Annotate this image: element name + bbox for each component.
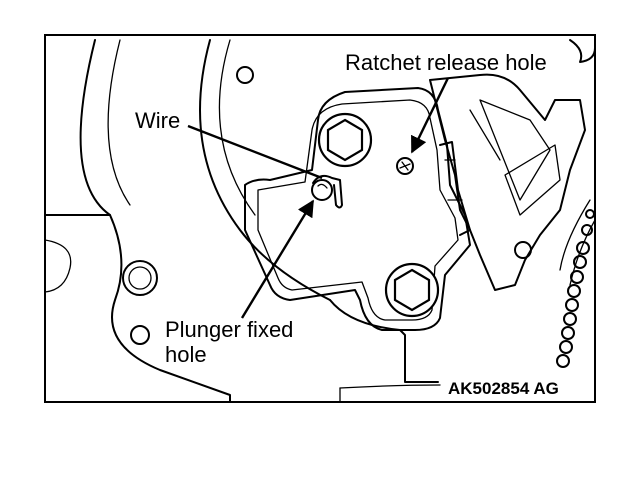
boss-hole: [130, 325, 150, 345]
label-plunger-line1: Plunger fixed: [165, 317, 293, 342]
figure-code: AK502854 AG: [448, 379, 559, 398]
lever-pin: [514, 241, 532, 259]
boss-hole: [122, 260, 158, 296]
boss-hole: [128, 266, 152, 290]
tensioner-body: [244, 87, 471, 331]
engine-background: [44, 39, 441, 403]
tensioner-lever: [429, 39, 596, 291]
figure-frame: [44, 34, 596, 403]
label-wire: Wire: [135, 108, 180, 133]
upper-bolt-head: [326, 118, 364, 162]
label-plunger-line2: hole: [165, 342, 207, 367]
ratchet-leader: [410, 77, 450, 154]
plunger-fixed-hole: [311, 179, 333, 201]
lower-bolt-head: [393, 268, 431, 312]
wire-leader: [187, 124, 323, 180]
plunger-leader: [240, 199, 315, 319]
label-ratchet-release-hole: Ratchet release hole: [345, 50, 547, 75]
ratchet-release-hole: [396, 157, 414, 175]
boss-hole: [236, 66, 254, 84]
timing-chain: [556, 199, 596, 368]
